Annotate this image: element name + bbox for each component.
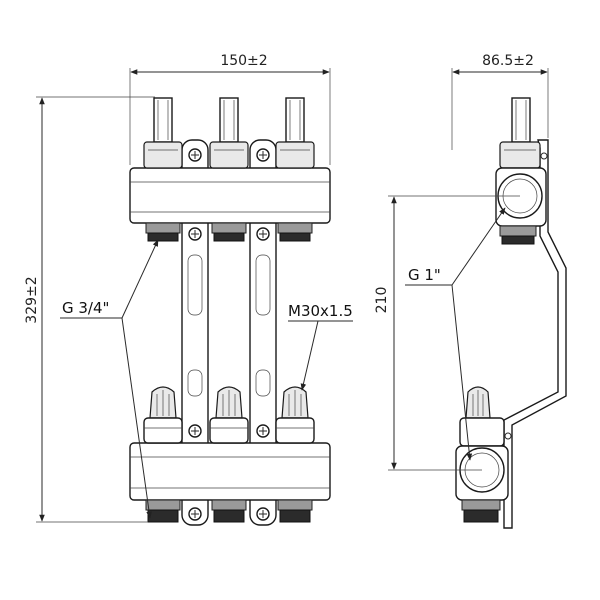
dim-front-width: 150±2 xyxy=(129,53,331,165)
flow-meter-3 xyxy=(275,97,315,169)
front-width-text: 150±2 xyxy=(220,53,267,69)
valve-heads xyxy=(143,386,315,444)
flow-meter-1 xyxy=(143,97,183,169)
top-outlets xyxy=(145,222,313,242)
bracket-left xyxy=(181,139,209,526)
outlet-thread-label: G 3/4" xyxy=(62,299,109,317)
side-bracket xyxy=(503,139,567,529)
bracket-right xyxy=(249,139,277,526)
side-depth-text: 86.5±2 xyxy=(482,53,534,69)
callout-valve-thread: M30x1.5 xyxy=(288,302,353,391)
bracket-screws xyxy=(188,148,270,521)
top-manifold-bar xyxy=(129,167,331,224)
flow-meters xyxy=(143,97,315,169)
total-height-text: 329±2 xyxy=(24,276,40,323)
valve-head-2 xyxy=(209,386,249,444)
dim-side-depth: 86.5±2 xyxy=(451,53,549,150)
valve-head-1 xyxy=(143,386,183,444)
valve-head-3 xyxy=(275,386,315,444)
side-bracket-hole-bottom xyxy=(504,432,512,440)
valve-thread-label: M30x1.5 xyxy=(288,302,353,320)
side-bottom-pipe xyxy=(455,445,509,523)
side-bracket-hole-top xyxy=(540,152,548,160)
main-thread-label: G 1" xyxy=(408,266,441,284)
bottom-manifold-bar xyxy=(129,442,331,501)
side-flow-meter xyxy=(499,97,541,169)
side-view xyxy=(455,97,567,529)
flow-meter-2 xyxy=(209,97,249,169)
callout-main-thread: G 1" xyxy=(405,207,506,461)
side-valve-head xyxy=(459,386,505,447)
callout-outlet-thread: G 3/4" xyxy=(60,239,159,519)
bottom-outlets xyxy=(145,499,313,523)
dim-total-height: 329±2 xyxy=(24,96,155,523)
axis-distance-text: 210 xyxy=(374,287,390,314)
dim-axis-distance: 210 xyxy=(374,195,520,471)
front-view xyxy=(129,97,331,526)
side-top-pipe xyxy=(495,167,547,245)
